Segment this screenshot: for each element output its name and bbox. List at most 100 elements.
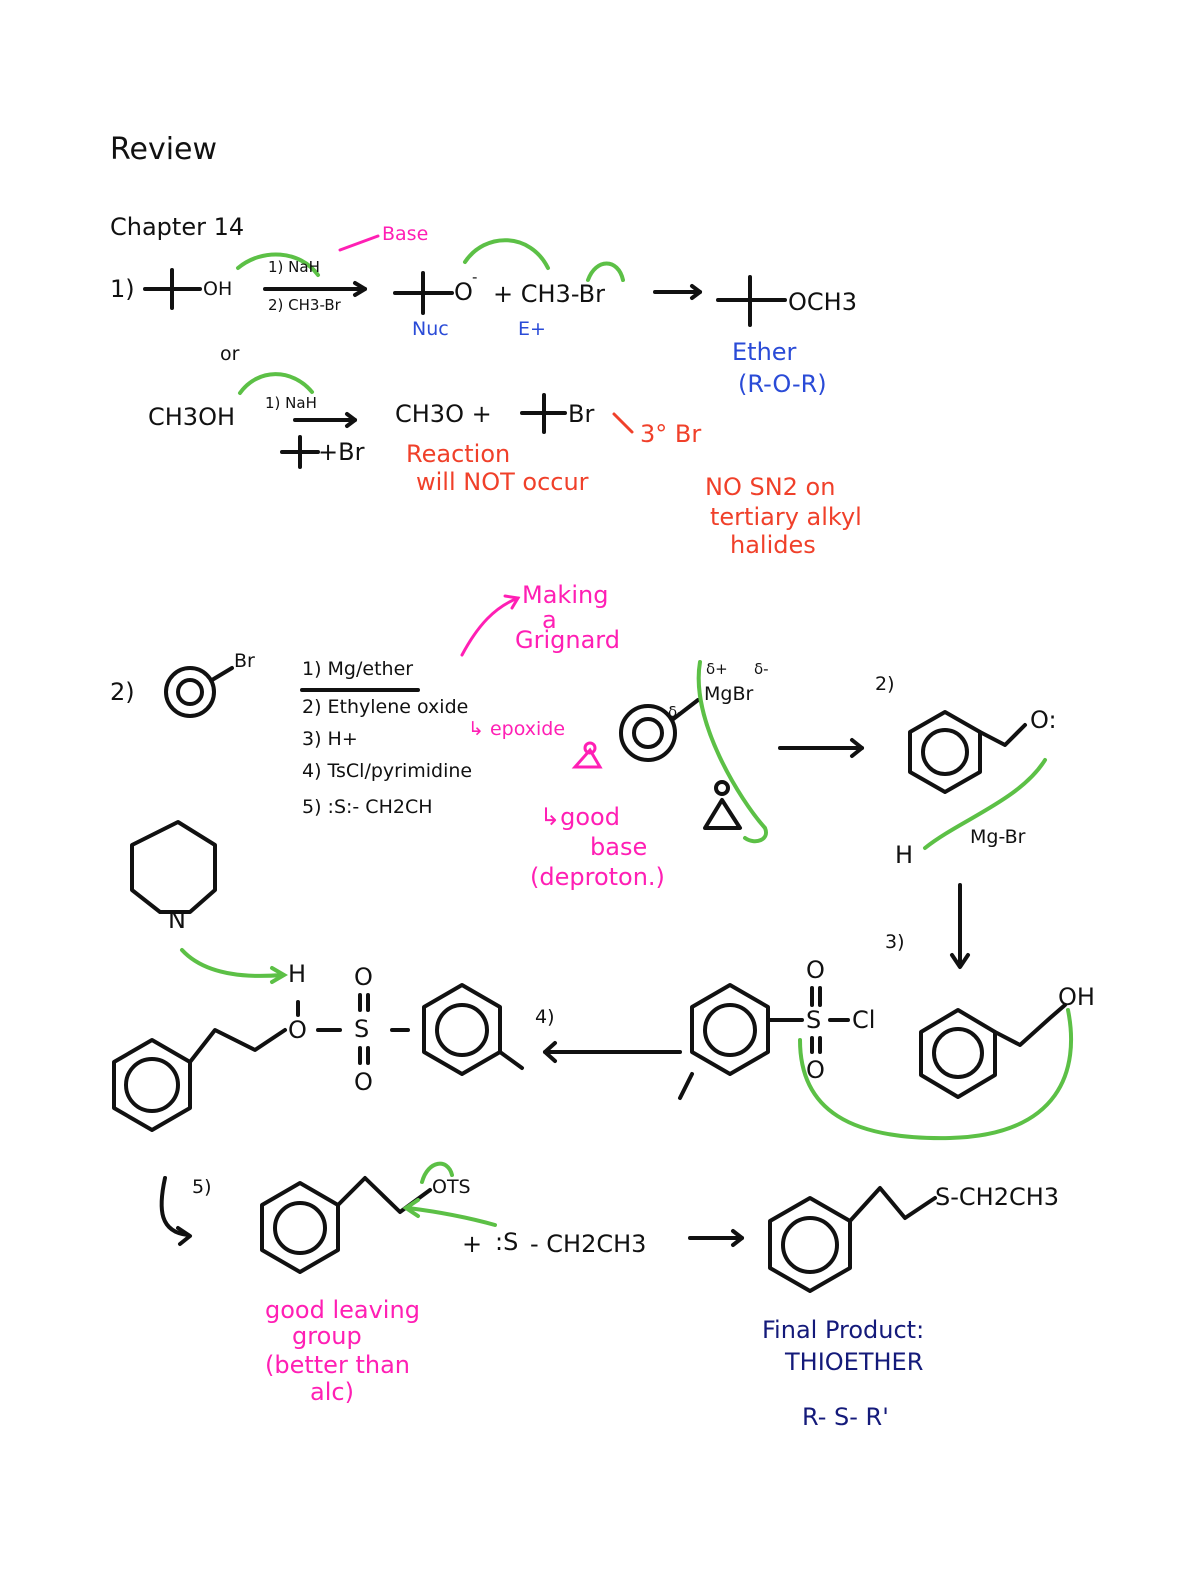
making-line1: Making — [522, 581, 609, 609]
ethylene-oxide — [703, 780, 742, 830]
good-base-line2: base — [590, 833, 648, 861]
green-arrow-proton — [923, 758, 1047, 850]
phenylethyl-tosylate — [112, 983, 524, 1132]
or-label: or — [220, 343, 240, 365]
leaving-line3: (better than — [265, 1351, 410, 1379]
making-line2: a — [542, 606, 557, 634]
piperidine-n: N — [168, 906, 186, 934]
tertiary-note: 3° Br — [640, 420, 702, 448]
final-thioether — [768, 1186, 937, 1293]
green-arrow-naH — [236, 252, 320, 277]
green-arrow-ch3oh — [238, 372, 314, 395]
green-arrow-piperidine — [180, 948, 284, 978]
green-arrowhead-piperidine — [270, 966, 288, 984]
arrowhead-6 — [731, 1229, 744, 1247]
tertiary-br: Br — [568, 400, 595, 428]
no-reaction-line1: Reaction — [406, 440, 511, 468]
step-4: 4) TsCl/pyrimidine — [302, 760, 473, 782]
tscl-cl: Cl — [852, 1006, 876, 1034]
pink-arrowhead-grignard — [503, 594, 521, 610]
arrowhead-5 — [543, 1041, 557, 1063]
alt-condition-1: 1) NaH — [265, 394, 317, 412]
ch3br-reagent: + CH3-Br — [493, 280, 605, 308]
good-base-line1: ↳good — [540, 803, 620, 831]
bromobenzene-br: Br — [234, 650, 255, 672]
step2-label: 2) — [875, 673, 895, 695]
tosylate-o: O — [288, 1016, 307, 1044]
step5-label: 5) — [192, 1176, 212, 1198]
green-arrow-br — [586, 261, 625, 282]
page-title: Review — [110, 132, 218, 167]
pink-epoxide-o — [583, 741, 597, 755]
plus-sign: + — [462, 1230, 483, 1258]
condition-2: 2) CH3-Br — [268, 296, 341, 314]
step-5: 5) :S:- CH2CH — [302, 796, 433, 818]
alt-condition-2: +Br — [318, 438, 365, 466]
final-product-label: Final Product: — [762, 1316, 925, 1344]
tscl-o-bottom: O — [806, 1056, 825, 1084]
tosylate-o-bottom: O — [354, 1068, 373, 1096]
tbutyl-product — [716, 275, 787, 327]
tbutyl-alkoxide — [393, 271, 454, 315]
phenyl-grignard — [619, 698, 700, 762]
alkoxide-charge: - — [472, 268, 478, 286]
condition-1: 1) NaH — [268, 258, 320, 276]
arrowhead-3 — [345, 412, 357, 428]
electrophile-label: E+ — [518, 318, 546, 340]
green-arrow-grignard-attack — [696, 660, 768, 844]
tosylate-o-top: O — [354, 963, 373, 991]
green-arrow-ots-leave — [420, 1161, 454, 1184]
part1-number: 1) — [110, 275, 135, 303]
thiolate-s: :S — [495, 1228, 519, 1256]
mgbr-proton: Mg-Br — [970, 826, 1026, 848]
down-arrowhead — [950, 953, 970, 969]
green-arrow-oh-attack — [798, 1008, 1073, 1141]
tosylate-s: S — [354, 1015, 370, 1043]
tbutyl-br — [280, 435, 320, 469]
thioether-label: THIOETHER — [785, 1348, 924, 1376]
no-reaction-line2: will NOT occur — [416, 468, 589, 496]
alkoxide-o: O — [454, 278, 473, 306]
phenylethanol — [919, 1003, 1067, 1099]
making-line3: Grignard — [515, 626, 620, 654]
piperidine — [130, 820, 217, 914]
reactant-oh: OH — [203, 278, 233, 300]
thioether-formula: R- S- R' — [802, 1403, 889, 1431]
ether-label: Ether — [732, 338, 797, 366]
step3-label: 3) — [885, 931, 905, 953]
chapter-heading: Chapter 14 — [110, 213, 245, 241]
bromobenzene — [164, 666, 234, 718]
green-arrowhead-thiolate — [402, 1198, 420, 1218]
tbutyl-br-2 — [520, 393, 567, 434]
nuc-label: Nuc — [412, 318, 449, 340]
tosyl-chloride — [678, 983, 850, 1100]
tscl-o-top: O — [806, 956, 825, 984]
step-3: 3) H+ — [302, 728, 358, 750]
green-arrow-alkoxide — [463, 238, 550, 270]
ether-formula: (R-O-R) — [738, 370, 827, 398]
tbutyl-reactant — [143, 268, 202, 310]
hook-arrow — [159, 1176, 190, 1237]
ots-group: OTS — [432, 1176, 471, 1198]
step4-label: 4) — [535, 1006, 555, 1028]
phenylethoxide — [908, 710, 1027, 794]
step-1: 1) Mg/ether — [302, 658, 414, 680]
mgbr-label: MgBr — [704, 683, 754, 705]
delta-minus-br: δ- — [754, 660, 769, 678]
pink-small-epoxide — [571, 747, 603, 769]
product-och3: OCH3 — [788, 288, 857, 316]
no-sn2-line2: tertiary alkyl — [710, 503, 862, 531]
hook-arrowhead — [176, 1226, 192, 1246]
red-arrow-3deg — [612, 412, 634, 434]
tscl-s: S — [806, 1006, 822, 1034]
tosylate-h: H — [288, 960, 307, 988]
thiolate-ethyl: - CH2CH3 — [530, 1230, 647, 1258]
green-arrow-thiolate — [406, 1206, 497, 1227]
alkoxide-intermediate-o: O: — [1030, 706, 1057, 734]
step-2: 2) Ethylene oxide — [302, 696, 469, 718]
delta-minus-c: δ- — [668, 703, 683, 721]
alt-reactant: CH3OH — [148, 403, 236, 431]
pink-arrow-base — [338, 234, 380, 252]
epoxide-note: ↳ epoxide — [468, 718, 566, 740]
